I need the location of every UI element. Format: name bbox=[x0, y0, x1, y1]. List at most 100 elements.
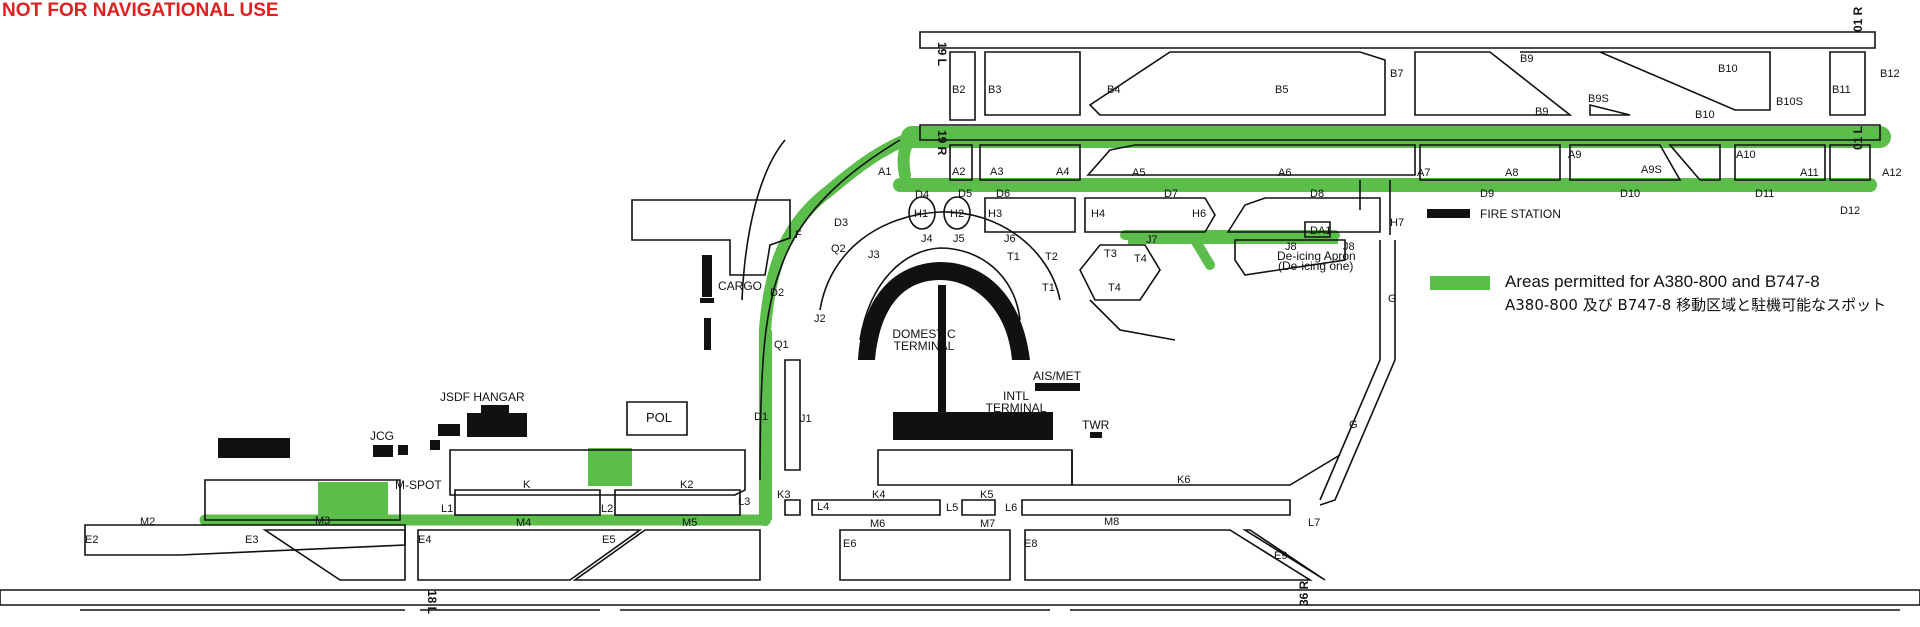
intl-terminal-spine bbox=[938, 285, 946, 435]
label-d1: D1 bbox=[754, 411, 768, 423]
label-r36r: 36 R bbox=[1297, 580, 1311, 606]
label-jsdf: JSDF HANGAR bbox=[440, 390, 525, 404]
label-r18l: 18 L bbox=[425, 590, 439, 614]
jsdf-hangar-2 bbox=[481, 405, 509, 415]
jsdf-hangar-1 bbox=[467, 413, 527, 437]
label-d9: D9 bbox=[1480, 188, 1494, 200]
label-j3: J3 bbox=[868, 249, 880, 261]
label-l1: L1 bbox=[441, 503, 453, 515]
label-d3: D3 bbox=[834, 217, 848, 229]
label-a12: A12 bbox=[1882, 167, 1902, 179]
label-l6: L6 bbox=[1005, 502, 1017, 514]
label-t4b: T4 bbox=[1108, 282, 1121, 294]
label-b7: B7 bbox=[1390, 68, 1403, 80]
label-cargo: CARGO bbox=[718, 279, 762, 293]
label-q1: Q1 bbox=[774, 339, 789, 351]
label-m4: M4 bbox=[516, 517, 531, 529]
green-spot-k bbox=[588, 448, 632, 486]
label-k5: K5 bbox=[980, 489, 993, 501]
label-l2: L2 bbox=[601, 503, 613, 515]
label-k6: K6 bbox=[1177, 474, 1190, 486]
legend-text-jp: A380-800 及び B747-8 移動区域と駐機可能なスポット bbox=[1505, 296, 1887, 314]
label-j8b: J8 bbox=[1343, 241, 1355, 253]
label-b11: B11 bbox=[1832, 84, 1851, 96]
twr-building bbox=[1090, 432, 1102, 438]
label-fire_station: FIRE STATION bbox=[1480, 207, 1561, 221]
label-mspot: M-SPOT bbox=[395, 478, 442, 492]
label-d6: D6 bbox=[996, 188, 1010, 200]
label-deicing_sub: (De-icing one) bbox=[1278, 259, 1353, 273]
label-k3: K3 bbox=[777, 489, 790, 501]
label-a2: A2 bbox=[952, 166, 965, 178]
label-k4: K4 bbox=[872, 489, 885, 501]
label-e9: E9 bbox=[1274, 550, 1287, 562]
label-l5: L5 bbox=[946, 502, 958, 514]
label-t4: T4 bbox=[1134, 253, 1147, 265]
green-curve-d bbox=[759, 131, 918, 526]
label-j8: J8 bbox=[1285, 241, 1297, 253]
label-q2: Q2 bbox=[831, 243, 846, 255]
green-spot-m3 bbox=[318, 482, 388, 520]
label-b5: B5 bbox=[1275, 84, 1288, 96]
green-j7-spur bbox=[1190, 235, 1215, 270]
label-m8: M8 bbox=[1104, 516, 1119, 528]
label-l3: L3 bbox=[738, 496, 750, 508]
label-m2: M2 bbox=[140, 516, 155, 528]
label-j6: J6 bbox=[1004, 233, 1016, 245]
label-m3: M3 bbox=[315, 515, 330, 527]
jsdf-hangar-3 bbox=[438, 424, 460, 436]
label-b10b: B10 bbox=[1695, 109, 1715, 121]
label-a10: A10 bbox=[1736, 149, 1756, 161]
label-e4: E4 bbox=[418, 534, 431, 546]
label-r01l: 01 L bbox=[1851, 126, 1865, 150]
label-d8: D8 bbox=[1310, 188, 1324, 200]
label-e8: E8 bbox=[1024, 538, 1037, 550]
label-k2: K2 bbox=[680, 479, 693, 491]
ais-met-building bbox=[1035, 383, 1080, 391]
label-e6: E6 bbox=[843, 538, 856, 550]
label-j4: J4 bbox=[921, 233, 933, 245]
label-j5: J5 bbox=[953, 233, 965, 245]
label-a8: A8 bbox=[1505, 167, 1518, 179]
label-a1: A1 bbox=[878, 166, 891, 178]
label-r19l: 19 L bbox=[935, 42, 949, 66]
label-l4: L4 bbox=[817, 501, 829, 513]
label-b12: B12 bbox=[1880, 68, 1900, 80]
jcg-building-1 bbox=[373, 445, 393, 457]
permitted-spots bbox=[318, 232, 1338, 520]
label-e5: E5 bbox=[602, 534, 615, 546]
taxiway-outlines bbox=[0, 31, 1920, 611]
label-e3: E3 bbox=[245, 534, 258, 546]
label-d5: D5 bbox=[958, 188, 972, 200]
green-link-a1 bbox=[897, 131, 918, 181]
label-l7: L7 bbox=[1308, 517, 1320, 529]
label-jcg: JCG bbox=[370, 429, 394, 443]
label-m7: M7 bbox=[980, 518, 995, 530]
label-d12: D12 bbox=[1840, 205, 1860, 217]
label-m5: M5 bbox=[682, 517, 697, 529]
label-a5: A5 bbox=[1132, 167, 1145, 179]
label-t1: T1 bbox=[1007, 251, 1020, 263]
label-twr: TWR bbox=[1082, 418, 1110, 432]
label-b3: B3 bbox=[988, 84, 1001, 96]
label-d10: D10 bbox=[1620, 188, 1640, 200]
buildings-layer bbox=[218, 209, 1470, 458]
label-j2: J2 bbox=[814, 313, 826, 325]
label-pol: POL bbox=[646, 410, 672, 425]
label-b9: B9 bbox=[1520, 53, 1533, 65]
label-m6: M6 bbox=[870, 518, 885, 530]
label-b10: B10 bbox=[1718, 63, 1738, 75]
label-h2: H2 bbox=[950, 208, 964, 220]
green-de-icing-area bbox=[1128, 232, 1338, 244]
label-t3: T3 bbox=[1104, 248, 1117, 260]
label-e2: E2 bbox=[85, 534, 98, 546]
west-hangar bbox=[218, 438, 290, 458]
label-ais: AIS/MET bbox=[1033, 369, 1082, 383]
label-a7: A7 bbox=[1417, 167, 1430, 179]
label-g: G bbox=[1388, 293, 1397, 305]
label-a9s: A9S bbox=[1641, 164, 1662, 176]
label-r19r: 19 R bbox=[935, 130, 949, 156]
label-d11: D11 bbox=[1755, 188, 1774, 200]
jcg-building-3 bbox=[430, 440, 440, 450]
label-a9: A9 bbox=[1568, 149, 1581, 161]
